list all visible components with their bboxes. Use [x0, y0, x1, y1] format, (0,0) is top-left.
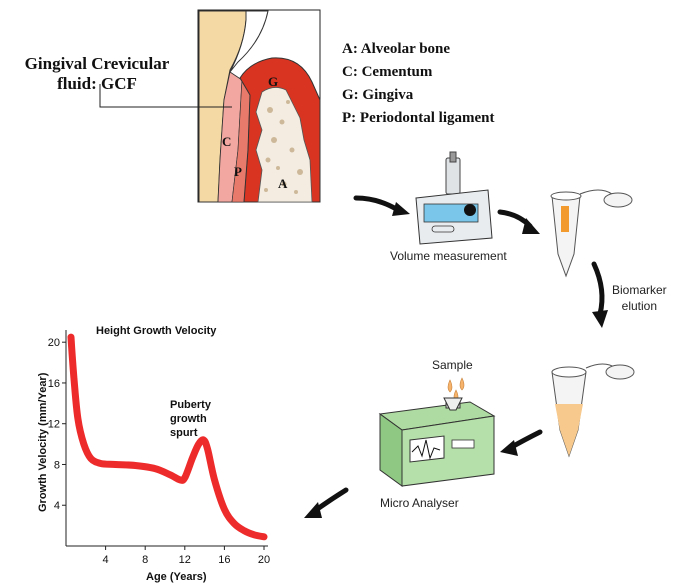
legend-item-gingiva: G: Gingiva	[342, 87, 414, 103]
arrow-elution	[591, 261, 605, 317]
arrow-head-3	[592, 310, 608, 328]
volume-device-icon	[415, 151, 493, 245]
y-tick-label-20: 20	[48, 337, 60, 349]
arrow-head-2	[522, 218, 540, 234]
annotation-line-2: growth	[170, 413, 207, 425]
letter-g: G	[268, 74, 278, 89]
x-tick-label-20: 20	[258, 554, 270, 566]
volume-measurement-label: Volume measurement	[390, 249, 507, 263]
x-axis-label: Age (Years)	[146, 571, 207, 583]
chart-title: Height Growth Velocity	[96, 325, 217, 337]
annotation-line-3: spurt	[170, 427, 198, 439]
growth-velocity-line	[67, 333, 268, 541]
annotation-line-1: Puberty	[170, 399, 212, 411]
elution-label-line-1: Biomarker	[612, 283, 667, 297]
y-tick-label-12: 12	[48, 419, 60, 431]
enamel-edge	[229, 10, 269, 73]
biomarker-elution-label: Biomarker elution	[612, 282, 667, 314]
letter-a: A	[278, 176, 288, 191]
arrow-to-chart	[313, 487, 349, 513]
arrow-to-volume	[353, 195, 401, 213]
y-tick-label-16: 16	[48, 378, 60, 390]
tube-icon-2	[551, 363, 635, 458]
micro-analyser-label: Micro Analyser	[380, 496, 459, 510]
tooth-legend: A: Alveolar bone C: Cementum G: Gingiva …	[342, 38, 494, 130]
letter-c: C	[222, 134, 231, 149]
legend-item-cementum: C: Cementum	[342, 64, 433, 80]
gcf-label-line-2: fluid: GCF	[57, 74, 137, 93]
arrow-head-4	[500, 440, 518, 456]
x-tick-label-12: 12	[179, 554, 191, 566]
x-tick-label-16: 16	[218, 554, 230, 566]
y-tick-label-4: 4	[54, 500, 60, 512]
legend-item-periodontal-ligament: P: Periodontal ligament	[342, 110, 495, 126]
y-axis-label: Growth Velocity (mm/Year)	[37, 372, 49, 512]
gcf-label-line-1: Gingival Crevicular	[24, 54, 170, 73]
sample-label: Sample	[432, 358, 473, 372]
elution-label-line-2: elution	[621, 299, 658, 313]
x-tick-label-4: 4	[103, 554, 109, 566]
gcf-pointer-line	[99, 84, 232, 108]
letter-p: P	[234, 164, 242, 179]
y-tick-label-8: 8	[54, 459, 60, 471]
arrow-head-1	[392, 202, 410, 216]
micro-analyser-icon	[378, 397, 496, 487]
legend-item-alveolar-bone: A: Alveolar bone	[342, 41, 451, 57]
arrow-head-5	[304, 502, 322, 518]
tube-icon-1	[550, 189, 633, 278]
x-tick-label-8: 8	[142, 554, 148, 566]
gcf-label: Gingival Crevicular fluid: GCF	[2, 54, 192, 94]
